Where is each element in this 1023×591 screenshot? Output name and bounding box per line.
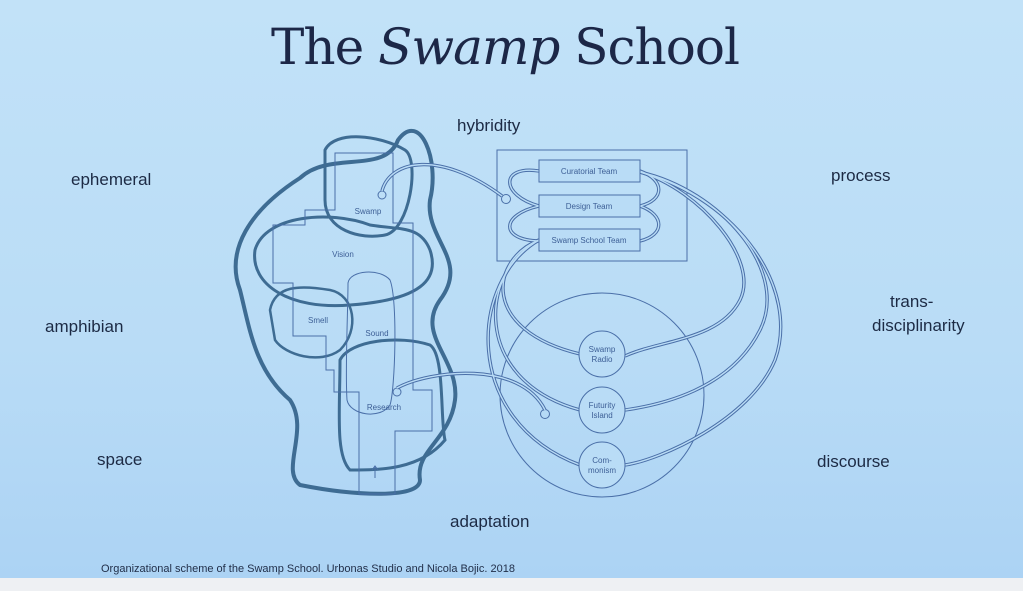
project-label: Island	[591, 411, 612, 420]
research-blob	[337, 338, 447, 472]
keyword-process: process	[831, 166, 891, 185]
keyword-trans: trans-	[890, 292, 934, 311]
project-label: Swamp	[589, 345, 616, 354]
area-label: Research	[367, 403, 401, 412]
slide-title: The Swamp School	[271, 18, 740, 76]
area-label: Sound	[365, 329, 388, 338]
project-circle-radio	[578, 330, 626, 378]
caption: Organizational scheme of the Swamp Schoo…	[101, 563, 515, 575]
slide: The Swamp School	[0, 0, 1023, 578]
team-box-swamp-school	[538, 228, 641, 252]
team-label: Design Team	[566, 202, 613, 211]
sound-blob	[345, 271, 396, 415]
stepped-outline	[272, 152, 433, 495]
vision-blob	[253, 215, 434, 308]
project-circle-commonism	[578, 441, 626, 489]
keyword-space: space	[97, 450, 143, 469]
organizational-diagram: Swamp Vision Smell Sound Research Curato…	[233, 129, 783, 498]
keyword-ephemeral: ephemeral	[71, 170, 152, 189]
swamp-blob	[323, 135, 414, 238]
project-circle-futurity	[578, 386, 626, 434]
team-box-curatorial	[538, 159, 641, 183]
area-label: Vision	[332, 250, 354, 259]
team-label: Swamp School Team	[552, 236, 627, 245]
project-label: monism	[588, 466, 616, 475]
outer-blob	[233, 129, 458, 496]
project-label: Radio	[592, 355, 613, 364]
area-label: Swamp	[355, 207, 382, 216]
arrow-up-icon	[371, 465, 379, 478]
team-box-design	[538, 194, 641, 218]
keyword-adaptation: adaptation	[450, 512, 530, 531]
keyword-disciplinarity: disciplinarity	[872, 316, 965, 335]
area-label: Smell	[308, 316, 328, 325]
project-label: Com-	[592, 456, 612, 465]
keyword-amphibian: amphibian	[45, 317, 124, 336]
teams-box	[496, 149, 688, 262]
project-label: Futurity	[589, 401, 616, 410]
team-label: Curatorial Team	[561, 167, 618, 176]
keyword-hybridity: hybridity	[457, 116, 521, 135]
keyword-discourse: discourse	[817, 452, 890, 471]
